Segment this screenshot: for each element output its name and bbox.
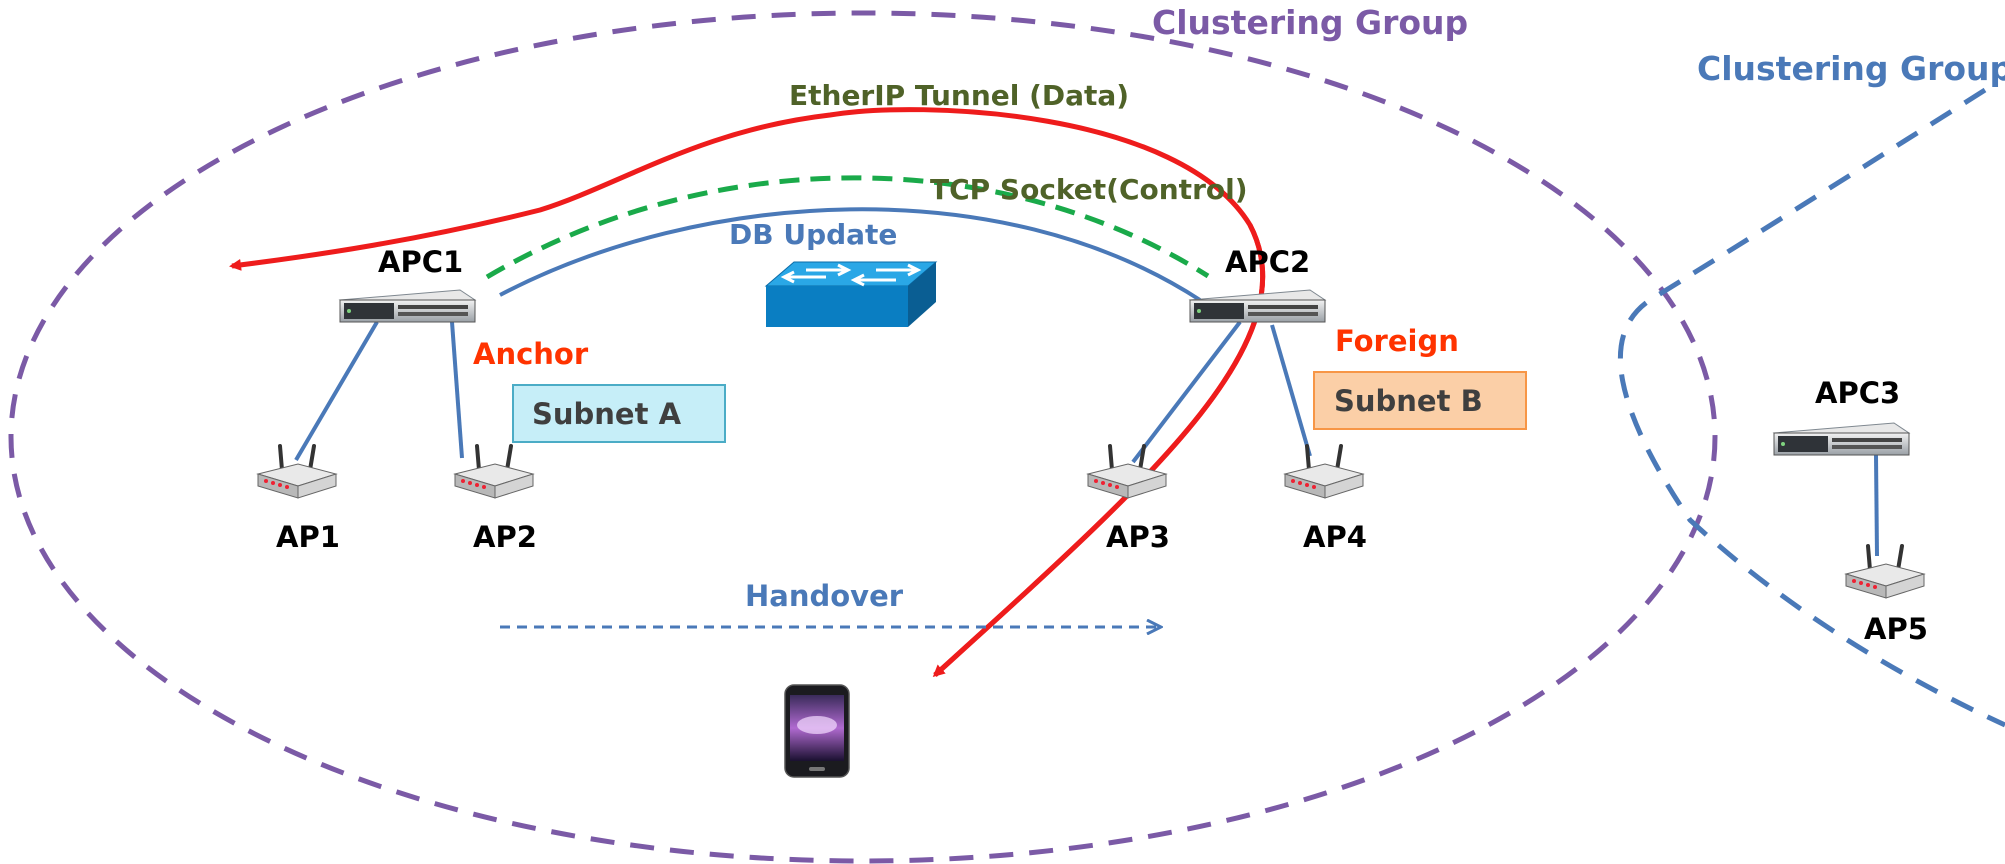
- apc3-server-icon: [1773, 422, 1910, 456]
- link-apc1-ap1: [294, 320, 379, 462]
- tcp-control-link: [485, 175, 1210, 280]
- ap5-label: AP5: [1864, 612, 1928, 646]
- clustering-group-2-label: Clustering Group: [1697, 49, 2005, 88]
- ap2-label: AP2: [473, 520, 537, 554]
- apc3-label: APC3: [1815, 376, 1900, 410]
- ap1-label: AP1: [276, 520, 340, 554]
- apc1-label: APC1: [378, 245, 463, 279]
- link-apc2-ap4: [1270, 324, 1312, 457]
- ap5-router-icon: [1844, 544, 1926, 600]
- subnet-a-label: Subnet A: [532, 397, 682, 431]
- link-apc3-ap5: [1874, 454, 1879, 557]
- smartphone-icon: [784, 684, 850, 778]
- network-switch-icon: [764, 261, 938, 327]
- ap2-router-icon: [453, 444, 535, 500]
- control-label: TCP Socket(Control): [930, 173, 1248, 206]
- db-update-label: DB Update: [729, 218, 897, 251]
- link-apc2-ap3: [1131, 320, 1242, 464]
- clustering-group-2-outline: [1617, 87, 2005, 728]
- clustering-group-1-label: Clustering Group: [1152, 3, 1468, 42]
- ethernet-tunnel-head-down: [932, 223, 1266, 678]
- tunnel-label: EtherIP Tunnel (Data): [789, 79, 1129, 112]
- apc1-server-icon: [339, 289, 476, 323]
- ap4-router-icon: [1283, 444, 1365, 500]
- clustering-group-1-outline: [8, 10, 1718, 864]
- apc2-label: APC2: [1225, 245, 1310, 279]
- subnet-b-label: Subnet B: [1334, 384, 1483, 418]
- apc-ap-links: [294, 320, 1879, 557]
- subnet-b-box: Subnet B: [1313, 371, 1527, 430]
- ap3-router-icon: [1086, 444, 1168, 500]
- anchor-role-label: Anchor: [473, 337, 589, 371]
- subnet-a-box: Subnet A: [512, 384, 726, 443]
- apc2-server-icon: [1189, 289, 1326, 323]
- handover-label: Handover: [745, 579, 904, 613]
- ap1-router-icon: [256, 444, 338, 500]
- link-apc1-ap2: [450, 321, 464, 459]
- foreign-role-label: Foreign: [1335, 324, 1459, 358]
- db-update-link: [499, 207, 1202, 302]
- ap3-label: AP3: [1106, 520, 1170, 554]
- ap4-label: AP4: [1303, 520, 1367, 554]
